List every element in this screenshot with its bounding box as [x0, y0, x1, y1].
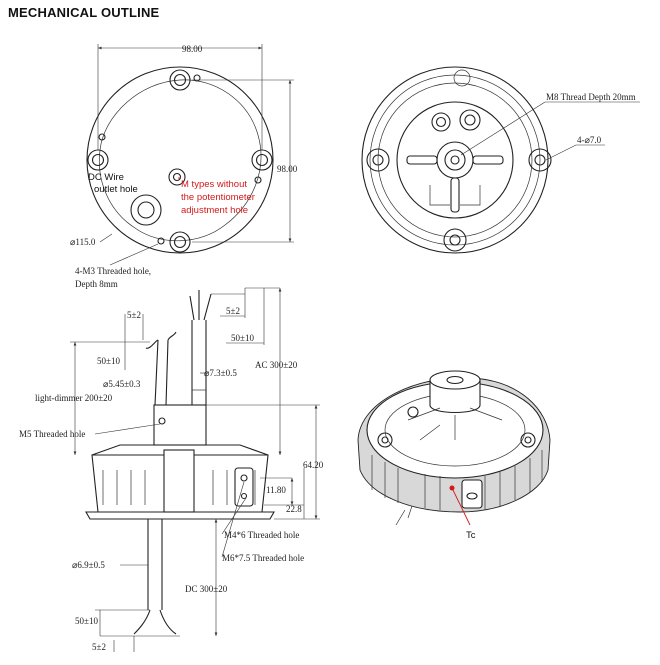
bottom-view-outer-circle [361, 66, 549, 254]
height-total-dim: 64.20 [303, 460, 324, 470]
m3-hole-1 [193, 74, 201, 82]
m3-hole-2 [98, 133, 106, 141]
dim-22-8: 22.8 [286, 504, 302, 514]
dc-cable [133, 519, 177, 635]
top-view-boss-top [169, 69, 191, 91]
dc-wire-label-line2: outlet hole [94, 184, 138, 195]
m3-hole-4 [157, 237, 165, 245]
top-view-outer-circle [86, 66, 274, 254]
page-title: MECHANICAL OUTLINE [8, 5, 160, 20]
mount-hole-top [453, 69, 471, 87]
dc-wire-label-line1: DC Wire [88, 172, 124, 183]
mount-holes-note: 4-⌀7.0 [577, 135, 602, 145]
wire-channel [163, 449, 195, 513]
housing-base [85, 511, 275, 520]
bottom-view: M8 Thread Depth 20mm 4-⌀7.0 [361, 66, 640, 254]
dim-50-top: 50±10 [231, 333, 254, 343]
ac-wire-diameter: ⌀7.3±0.5 [204, 368, 237, 378]
top-view-inner-contour [98, 79, 262, 242]
potentiometer-hole [168, 168, 186, 186]
side-mount-tab [234, 467, 254, 507]
dimmer-cable [145, 331, 177, 406]
dc-wire-outlet-hole [130, 194, 162, 226]
m5-threaded-hole [158, 417, 166, 425]
dim-11-80: 11.80 [266, 485, 286, 495]
m8-thread-note: M8 Thread Depth 20mm [546, 92, 636, 102]
dim-50-left: 50±10 [97, 356, 120, 366]
mount-hole-right [528, 148, 552, 172]
top-view-boss-right [251, 149, 273, 171]
dim-5-left: 5±2 [127, 310, 141, 320]
m8-center-boss [436, 141, 474, 179]
dim-5-top: 5±2 [226, 306, 240, 316]
m3-hole-3 [254, 176, 262, 184]
side-view: 5±2 50±10 AC 300±20 ⌀7.3±0.5 5±2 50±10 ⌀… [19, 287, 324, 652]
m6-hole-label: M6*7.5 Threaded hole [222, 553, 304, 563]
top-view-boss-bottom [169, 231, 191, 253]
light-wire-diameter: ⌀5.45±0.3 [103, 379, 141, 389]
isometric-view: Tc [357, 370, 551, 541]
dc-wire-diameter: ⌀6.9±0.5 [72, 560, 105, 570]
mount-hole-bottom [443, 228, 467, 252]
m3-hole-label-line1: 4-M3 Threaded hole, [75, 266, 151, 276]
dim-50-bottom: 50±10 [75, 616, 98, 626]
top-diameter-dim: ⌀115.0 [70, 237, 96, 247]
m3-hole-label-line2: Depth 8mm [75, 279, 118, 289]
mount-hole-left [366, 148, 390, 172]
m-types-note-line1: M types without [181, 179, 247, 190]
top-view: 98.00 98.00 ⌀115.0 DC Wire outlet hole M… [70, 44, 298, 289]
ac-cable [189, 290, 212, 405]
m5-hole-label: M5 Threaded hole [19, 429, 85, 439]
top-height-dim: 98.00 [277, 164, 298, 174]
iso-fins [371, 450, 543, 510]
m-types-note-line3: adjustment hole [181, 205, 248, 216]
top-width-dim: 98.00 [182, 44, 203, 54]
m-types-note-line2: the potentiometer [181, 192, 255, 203]
housing-fins [102, 470, 256, 505]
light-dimmer-length: light-dimmer 200±20 [35, 393, 113, 403]
tc-label: Tc [466, 530, 476, 541]
dc-length-dim: DC 300±20 [185, 584, 228, 594]
ac-length-dim: AC 300±20 [255, 360, 298, 370]
housing-neck [153, 404, 207, 446]
dim-5-bottom: 5±2 [92, 642, 106, 652]
m4-hole-label: M4*6 Threaded hole [224, 530, 299, 540]
top-view-boss-left [87, 149, 109, 171]
